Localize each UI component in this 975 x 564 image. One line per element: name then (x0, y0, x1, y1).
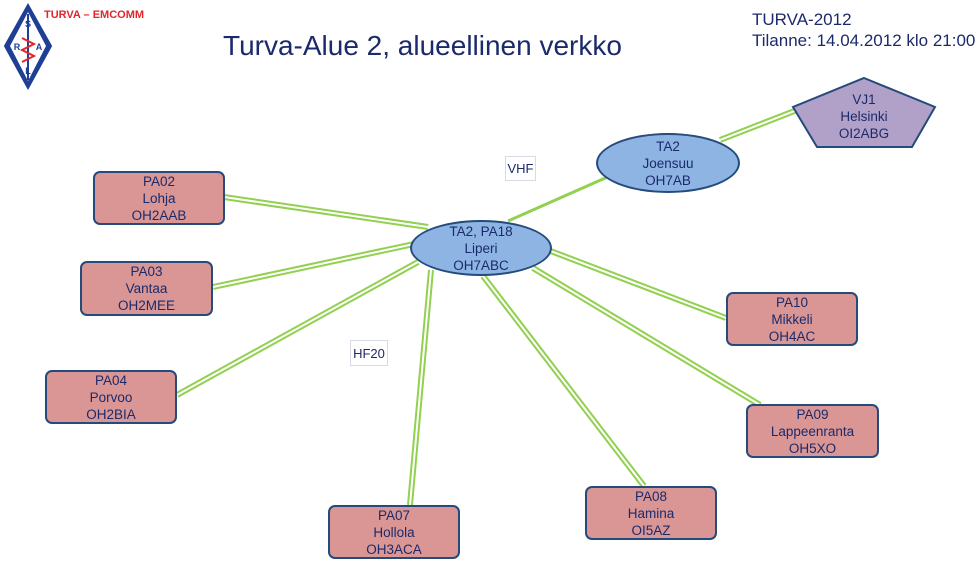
station-pa03-city: Vantaa (125, 281, 168, 296)
vj1-line2: Helsinki (840, 109, 888, 124)
station-pa07-callsign: OH3ACA (366, 541, 422, 557)
link-hub-pa02 (223, 194, 429, 230)
hub-line1: TA2, PA18 (449, 223, 513, 239)
status-timestamp: Tilanne: 14.04.2012 klo 21:00 (752, 31, 975, 50)
station-pa08-id: PA08 (634, 488, 668, 504)
station-pa04-id: PA04 (94, 372, 128, 388)
vj1-node-helsinki[interactable]: VJ1 Helsinki OI2ABG (793, 91, 935, 142)
vhf-label: VHF (505, 156, 536, 181)
vj1-line1: VJ1 (852, 92, 876, 107)
link-hub-ta2 (507, 173, 613, 223)
station-pa10-callsign: OH4AC (768, 328, 816, 344)
station-pa04[interactable]: PA04 Porvoo OH2BIA (45, 370, 177, 424)
station-pa03[interactable]: PA03 Vantaa OH2MEE (80, 261, 213, 316)
station-pa07[interactable]: PA07 Hollola OH3ACA (328, 505, 460, 559)
station-pa08-city: Hamina (627, 505, 675, 521)
station-pa09-id: PA09 (796, 406, 829, 422)
station-pa02-city: Lohja (142, 190, 176, 206)
ta2-line1: TA2 (656, 138, 680, 154)
vj1-pentagon-shape (791, 76, 937, 148)
vj1-line3: OI2ABG (838, 126, 890, 141)
ta2-line2: Joensuu (642, 155, 694, 171)
exercise-name: TURVA-2012 (752, 10, 852, 29)
link-hub-pa09 (531, 265, 762, 408)
hub-line2: Liperi (464, 240, 498, 256)
link-hub-pa10 (546, 247, 728, 321)
hf-label: HF20 (350, 340, 388, 366)
station-pa09-callsign: OH5XO (788, 440, 837, 456)
sral-logo: S R A L (3, 2, 53, 91)
header-info: TURVA-2012 Tilanne: 14.04.2012 klo 21:00 (752, 9, 975, 51)
station-pa08[interactable]: PA08 Hamina OI5AZ (585, 486, 717, 540)
station-pa04-city: Porvoo (89, 389, 133, 405)
station-pa02-callsign: OH2AAB (131, 207, 187, 223)
logo-letter-a: A (36, 42, 43, 52)
hub-node-liperi[interactable]: TA2, PA18 Liperi OH7ABC (410, 220, 552, 276)
link-hub-pa04 (175, 259, 420, 398)
ta2-node-joensuu[interactable]: TA2 Joensuu OH7AB (596, 133, 740, 193)
station-pa02[interactable]: PA02 Lohja OH2AAB (93, 171, 225, 225)
logo-letter-s: S (25, 19, 31, 29)
station-pa10[interactable]: PA10 Mikkeli OH4AC (726, 292, 858, 346)
network-links (175, 100, 817, 506)
station-pa09-city: Lappeenranta (770, 423, 855, 439)
station-pa03-callsign: OH2MEE (117, 298, 175, 313)
logo-text: TURVA – EMCOMM (44, 9, 145, 21)
station-pa02-id: PA02 (142, 173, 176, 189)
logo-letter-r: R (14, 42, 21, 52)
station-pa10-city: Mikkeli (771, 311, 813, 327)
ta2-line3: OH7AB (645, 172, 691, 188)
station-pa08-callsign: OI5AZ (631, 522, 671, 538)
station-pa04-callsign: OH2BIA (86, 406, 136, 422)
hub-line3: OH7ABC (453, 257, 509, 273)
page-title: Turva-Alue 2, alueellinen verkko (223, 30, 622, 61)
logo-letter-l: L (25, 66, 31, 76)
link-hub-pa03 (212, 241, 415, 290)
link-hub-pa07 (407, 269, 434, 506)
station-pa07-city: Hollola (373, 524, 415, 540)
station-pa03-id: PA03 (130, 264, 163, 279)
station-pa10-id: PA10 (775, 294, 809, 310)
link-hub-pa08 (480, 274, 647, 488)
station-pa09[interactable]: PA09 Lappeenranta OH5XO (746, 404, 879, 458)
station-pa07-id: PA07 (377, 507, 411, 523)
